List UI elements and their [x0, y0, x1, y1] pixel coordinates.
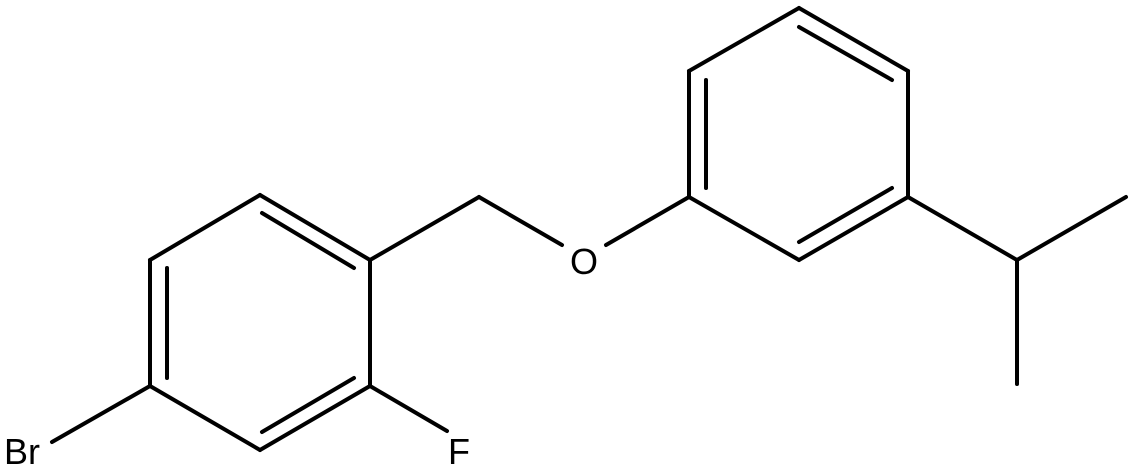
bond-ring1-double-1: [260, 211, 356, 270]
bond-c-f: [368, 384, 449, 433]
bond-ring-isopropyl: [906, 195, 1019, 262]
bond-ch2-o: [477, 195, 564, 247]
bond-ring2-c5-c6: [797, 195, 910, 262]
bond-o-c: [604, 195, 691, 247]
bond-ring1-c1-c2: [258, 193, 372, 262]
bond-ring2-c3-c4: [797, 6, 910, 73]
atom-label-fluorine: F: [448, 431, 470, 472]
atom-label-oxygen: O: [570, 241, 598, 282]
atom-labels: Br F O: [4, 241, 598, 472]
atom-label-bromine: Br: [4, 431, 40, 472]
bond-ring1-c5-c6: [258, 384, 372, 452]
bond-c-br: [50, 384, 152, 444]
bond-ring2-double-3: [797, 186, 894, 244]
bond-c-ch2: [368, 195, 481, 262]
bond-ring2-double-2: [797, 25, 894, 82]
bond-isopropyl-methyl-1: [1015, 195, 1128, 262]
bond-group: [50, 6, 1128, 452]
bond-ring2-c2-c3: [687, 6, 801, 73]
bond-ring1-double-3: [260, 376, 356, 434]
bond-ring1-c4-c5: [148, 384, 262, 452]
bond-ring2-c6-c1: [687, 195, 801, 262]
bond-ring1-c2-c3: [148, 193, 262, 262]
